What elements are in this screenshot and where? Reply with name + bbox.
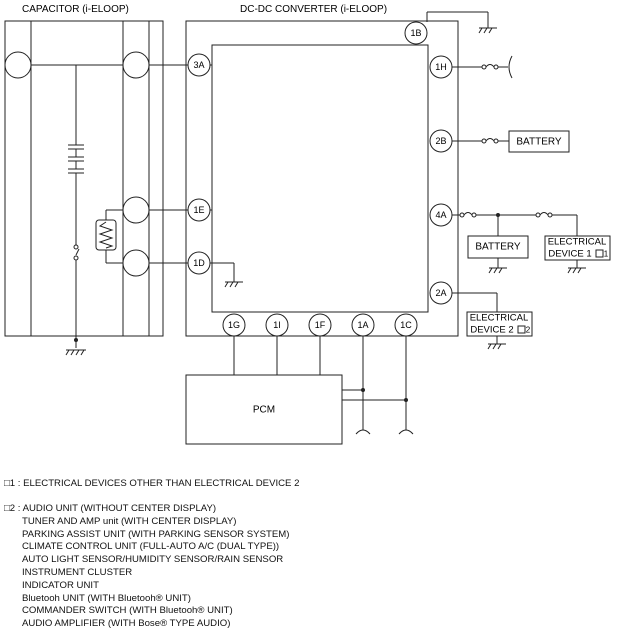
ground-capacitor (65, 349, 86, 356)
ground-1D (224, 281, 243, 288)
fuse-4A (459, 212, 477, 218)
note-2: □2 : AUDIO UNIT (WITHOUT CENTER DISPLAY)… (4, 503, 289, 631)
note-2-item: Bluetooh UNIT (WITH Bluetooh® UNIT) (22, 592, 191, 604)
note-2-item: AUDIO AMPLIFIER (WITH Bose® TYPE AUDIO) (22, 618, 231, 630)
capacitor-thermistor-connector-top (122, 196, 150, 224)
ground-1B (478, 27, 497, 34)
capacitor-left-connector (4, 51, 32, 79)
pcm-label: PCM (253, 405, 275, 416)
pin-3A (187, 53, 211, 77)
capacitor-thermistor-connector-bottom (122, 249, 150, 277)
pcm-box (185, 374, 343, 445)
svg-text:BATTERY: BATTERY (475, 242, 521, 253)
svg-text:1H: 1H (435, 62, 447, 72)
svg-text:1E: 1E (193, 205, 204, 215)
converter-inner-box (211, 44, 429, 313)
svg-text:1D: 1D (193, 258, 205, 268)
capacitor-right-connector (122, 51, 150, 79)
svg-text:BATTERY: BATTERY (516, 137, 562, 148)
fuse-device1 (535, 212, 553, 218)
svg-text:1A: 1A (357, 320, 368, 330)
ground-battery-mid (488, 267, 507, 274)
svg-text:ELECTRICAL: ELECTRICAL (470, 313, 529, 324)
note-2-item: TUNER AND AMP unit (WITH CENTER DISPLAY) (22, 515, 237, 527)
svg-text:3A: 3A (193, 60, 204, 70)
note-2-item: AUTO LIGHT SENSOR/HUMIDITY SENSOR/RAIN S… (22, 554, 284, 566)
capacitor-symbol (68, 144, 84, 174)
note-2-item: PARKING ASSIST UNIT (WITH PARKING SENSOR… (22, 528, 290, 540)
svg-text:1F: 1F (315, 320, 326, 330)
svg-text:1: 1 (604, 250, 609, 259)
converter-title: DC-DC CONVERTER (i-ELOOP) (240, 4, 387, 15)
capacitor-title: CAPACITOR (i-ELOOP) (22, 4, 129, 15)
svg-text:1B: 1B (410, 28, 421, 38)
pin-1E (187, 198, 211, 222)
ground-device-2 (487, 343, 506, 350)
note-2-item: CLIMATE CONTROL UNIT (FULL-AUTO A/C (DUA… (22, 541, 280, 553)
fuse-1H (481, 64, 499, 70)
electrical-device-2-box (466, 311, 533, 337)
svg-text:1G: 1G (228, 320, 240, 330)
svg-text:2B: 2B (435, 136, 446, 146)
svg-text:ELECTRICAL: ELECTRICAL (548, 237, 607, 248)
note-2-heading: □2 : AUDIO UNIT (WITHOUT CENTER DISPLAY) (4, 503, 217, 514)
svg-text:2A: 2A (435, 288, 446, 298)
battery-right-box (508, 130, 570, 153)
svg-text:1I: 1I (273, 320, 281, 330)
note-1: □1 : ELECTRICAL DEVICES OTHER THAN ELECT… (4, 478, 300, 489)
svg-text:DEVICE 1: DEVICE 1 (548, 249, 591, 260)
thermistor-symbol (95, 219, 117, 251)
svg-text:4A: 4A (435, 210, 446, 220)
converter-box (185, 20, 459, 337)
ground-device-1 (567, 267, 586, 274)
note-2-item: COMMANDER SWITCH (WITH Bluetooh® UNIT) (22, 605, 233, 617)
fuse-2B (481, 138, 499, 144)
note-2-item: INSTRUMENT CLUSTER (22, 566, 133, 578)
svg-text:2: 2 (526, 326, 531, 335)
svg-text:1C: 1C (400, 320, 412, 330)
pin-1B (404, 21, 428, 45)
note-2-item: INDICATOR UNIT (22, 579, 99, 591)
svg-text:DEVICE 2: DEVICE 2 (470, 325, 513, 336)
capacitor-box (4, 20, 164, 337)
